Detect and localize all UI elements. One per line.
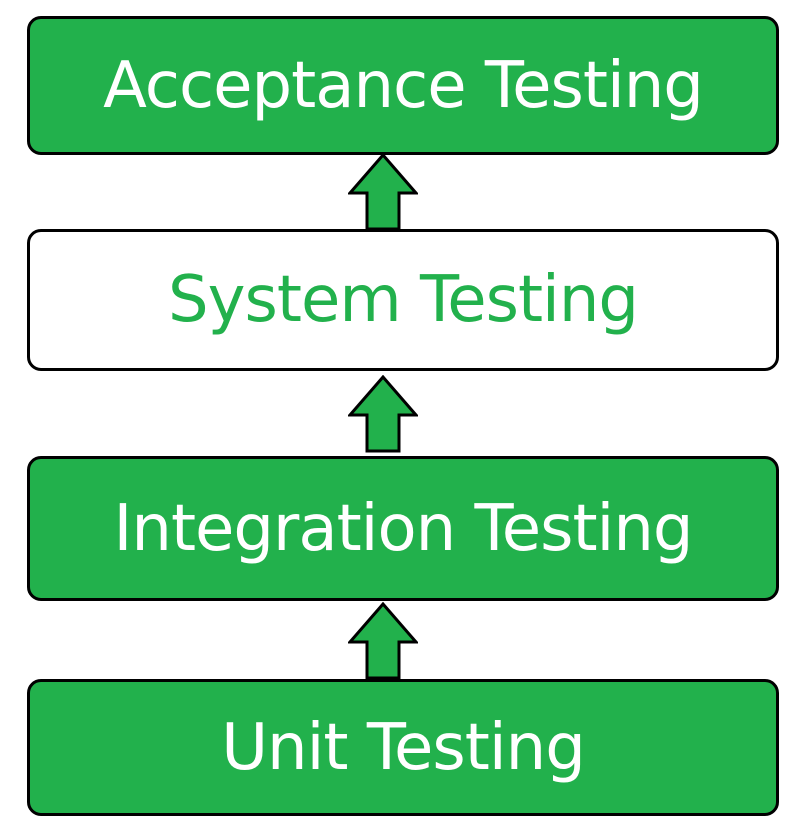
unit-testing-label: Unit Testing	[221, 710, 586, 785]
arrow-up-icon	[348, 602, 418, 680]
integration-testing-box: Integration Testing	[27, 456, 779, 601]
system-testing-label: System Testing	[168, 263, 639, 337]
unit-testing-box: Unit Testing	[27, 679, 779, 816]
acceptance-testing-label: Acceptance Testing	[103, 48, 704, 123]
acceptance-testing-box: Acceptance Testing	[27, 16, 779, 155]
system-testing-box: System Testing	[27, 229, 779, 371]
integration-testing-label: Integration Testing	[113, 491, 694, 566]
arrow-up-icon	[348, 153, 418, 231]
arrow-up-icon	[348, 375, 418, 453]
